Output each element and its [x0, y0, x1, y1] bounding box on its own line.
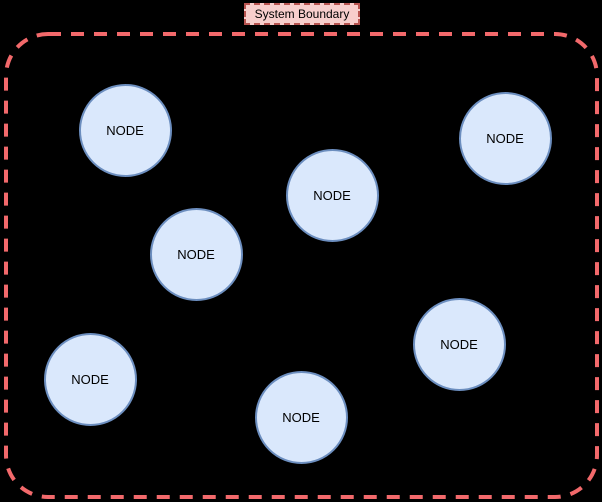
node-4: NODE [149, 207, 243, 301]
system-boundary-label: System Boundary [244, 3, 360, 25]
node-3: NODE [285, 148, 379, 242]
node-label: NODE [71, 371, 109, 387]
system-boundary-label-text: System Boundary [254, 7, 350, 21]
node-6: NODE [43, 332, 137, 426]
node-1: NODE [78, 83, 172, 177]
node-label: NODE [486, 130, 524, 146]
node-label: NODE [282, 409, 320, 425]
node-label: NODE [106, 122, 144, 138]
node-2: NODE [458, 91, 552, 185]
node-label: NODE [177, 246, 215, 262]
node-label: NODE [440, 336, 478, 352]
node-label: NODE [313, 187, 351, 203]
node-5: NODE [412, 297, 506, 391]
node-7: NODE [254, 370, 348, 464]
